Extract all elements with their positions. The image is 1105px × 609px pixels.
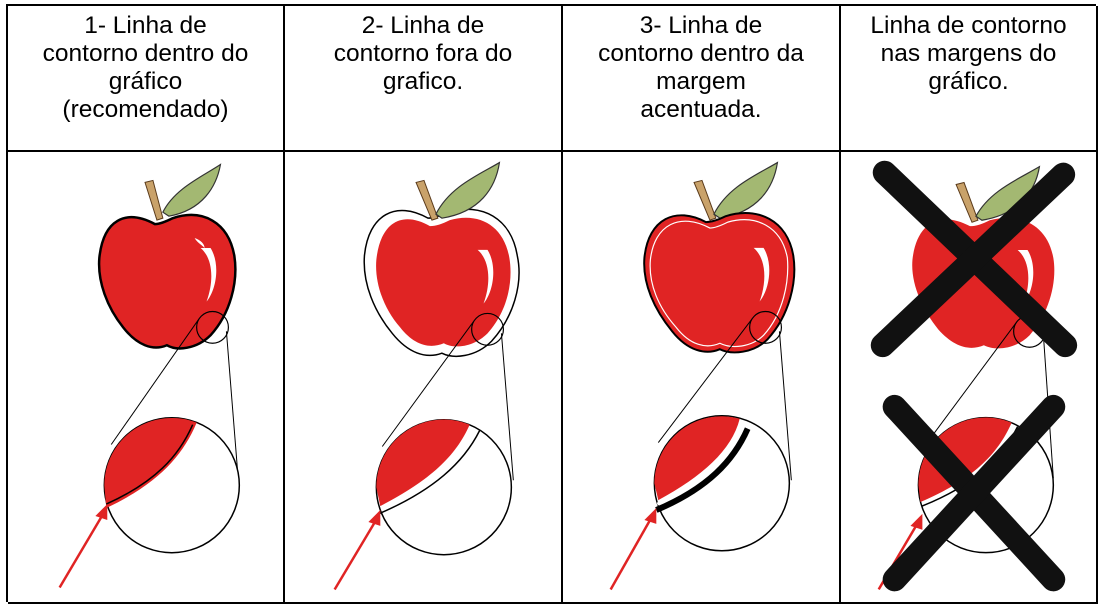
highlight — [1017, 249, 1034, 304]
zoom-line-left — [923, 323, 1017, 447]
magnifier-small-circle — [196, 310, 229, 344]
example-cell-3 — [563, 152, 841, 604]
header-cell-2: 2- Linha de contorno fora do grafico. — [285, 6, 563, 152]
example-1-svg — [58, 163, 241, 589]
header-cell-3: 3- Linha de contorno dentro da margem ac… — [563, 6, 841, 152]
zoomed-outline — [105, 424, 194, 505]
leaf — [975, 165, 1041, 221]
zoom-line-left — [381, 321, 475, 447]
header-2-line-2: contorno fora do — [333, 40, 513, 67]
highlight-small — [194, 238, 205, 248]
stem — [693, 179, 717, 221]
header-1-line-4: (recomendado) — [62, 96, 229, 123]
zoomed-outline — [378, 430, 481, 515]
zoomed-apple-red — [654, 416, 740, 501]
leaf — [713, 161, 779, 219]
zoomed-black-outline — [655, 427, 751, 513]
zoom-line-left — [110, 319, 200, 445]
magnifier-small-circle — [471, 312, 505, 346]
header-4-line-1: Linha de contorno — [870, 12, 1067, 39]
leaf — [435, 161, 501, 219]
outline-examples-table: 1- Linha de contorno dentro do gráfico (… — [6, 4, 1098, 604]
pointer-arrow — [333, 510, 381, 591]
magnifier-circle — [375, 418, 513, 556]
example-4-svg — [870, 160, 1078, 592]
stem — [955, 181, 979, 223]
header-cell-1: 1- Linha de contorno dentro do gráfico (… — [8, 6, 285, 152]
zoom-line-left — [657, 319, 753, 443]
pointer-arrow — [609, 508, 657, 591]
zoomed-apple-red — [104, 417, 197, 509]
header-3-line-3: margem — [656, 68, 746, 95]
leaf — [162, 163, 222, 217]
highlight — [477, 249, 494, 304]
header-2-line-1: 2- Linha de — [361, 12, 485, 39]
apple-illustration — [643, 161, 796, 354]
cross-bottom-line-2 — [882, 394, 1066, 592]
example-cell-4 — [841, 152, 1098, 604]
example-cell-2 — [285, 152, 563, 604]
stem — [415, 179, 439, 221]
example-2-svg — [333, 161, 520, 591]
header-1-line-3: gráfico — [108, 68, 183, 95]
example-3-svg — [609, 161, 796, 591]
apple-illustration — [363, 161, 520, 357]
header-1-line-2: contorno dentro do — [42, 40, 249, 67]
zoomed-apple-red — [918, 417, 1012, 503]
zoom-line-right — [778, 331, 792, 481]
apple-illustration — [97, 163, 237, 350]
header-cell-4: Linha de contorno nas margens do gráfico… — [841, 6, 1098, 152]
header-4-line-2: nas margens do — [880, 40, 1057, 67]
highlight — [200, 247, 217, 302]
magnifier-circle — [653, 414, 791, 552]
header-3-line-4: acentuada. — [640, 96, 762, 123]
header-3-line-1: 3- Linha de — [639, 12, 763, 39]
magnifier-small-circle — [749, 310, 783, 344]
rejection-cross — [870, 160, 1078, 592]
pointer-arrow — [58, 504, 108, 589]
apple-inner-white-line — [649, 219, 789, 348]
magnifier-circle — [103, 416, 241, 554]
header-4-line-3: gráfico. — [928, 68, 1009, 95]
cross-top-line-2 — [870, 162, 1076, 358]
zoom-line-right — [500, 333, 514, 481]
apple-body — [643, 212, 796, 354]
example-cell-1 — [8, 152, 285, 604]
header-2-line-3: grafico. — [382, 68, 464, 95]
header-1-line-1: 1- Linha de — [84, 12, 207, 39]
apple-body — [376, 217, 511, 347]
header-3-line-2: contorno dentro da — [598, 40, 804, 67]
zoomed-white-gap — [656, 424, 746, 506]
stem — [144, 179, 164, 221]
highlight — [753, 247, 770, 302]
zoomed-apple-red — [376, 419, 470, 507]
zoom-line-right — [225, 331, 239, 481]
